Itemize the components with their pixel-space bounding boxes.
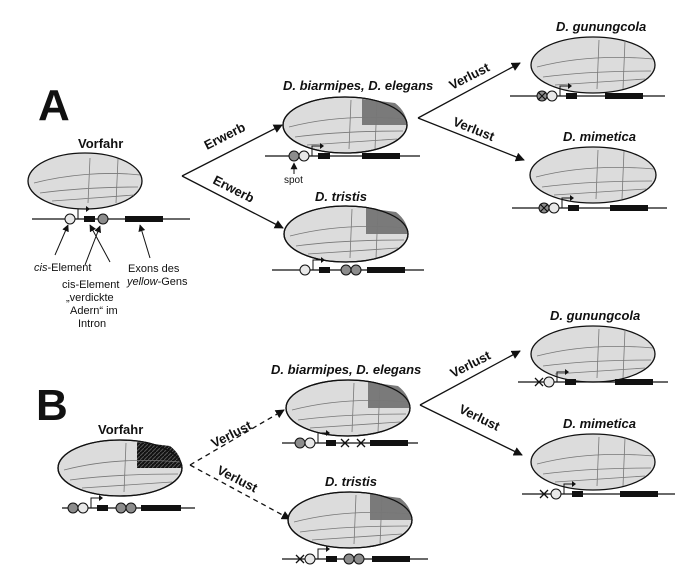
arrow-loss-gunungcola-b bbox=[419, 350, 521, 406]
arrow-gain-biarmipes bbox=[181, 124, 283, 177]
species-tristis-a: D. tristis bbox=[315, 189, 367, 204]
species-biarmipes-b: D. biarmipes, D. elegans bbox=[271, 362, 421, 377]
gene-biarmipes-b bbox=[282, 430, 418, 449]
species-gunungcola-b: D. gunungcola bbox=[550, 308, 640, 323]
spot-label: spot bbox=[284, 175, 303, 186]
note-intron-4: Intron bbox=[78, 318, 106, 330]
gene-ancestor-b bbox=[62, 495, 195, 514]
species-mimetica-b: D. mimetica bbox=[563, 416, 636, 431]
label-gain-2: Erwerb bbox=[211, 172, 257, 205]
wing-tristis-a bbox=[283, 205, 409, 263]
wing-ancestor-b bbox=[57, 439, 183, 497]
arrow-loss-mimetica-a bbox=[417, 117, 525, 162]
arrow-loss-gunungcola-a bbox=[417, 62, 521, 119]
wing-gunungcola-a bbox=[530, 36, 656, 94]
panel-a-letter: A bbox=[38, 81, 70, 130]
gene-tristis-a bbox=[272, 257, 424, 276]
gene-ancestor-a bbox=[32, 206, 190, 225]
note-intron-3: Adern“ im bbox=[70, 305, 118, 317]
arrow-gain-tristis bbox=[181, 175, 284, 229]
gene-mimetica-b bbox=[522, 481, 675, 500]
arrow-loss-mimetica-b bbox=[419, 404, 523, 456]
wing-tristis-b bbox=[287, 491, 413, 549]
note-intron-1: cis-Element bbox=[62, 279, 119, 291]
label-loss-b1: Verlust bbox=[209, 417, 255, 450]
gene-mimetica-a bbox=[512, 195, 667, 214]
species-gunungcola-a: D. gunungcola bbox=[556, 19, 646, 34]
wing-mimetica-b bbox=[530, 433, 656, 491]
arrow-loss-tristis-b bbox=[189, 464, 291, 520]
wing-gunungcola-b bbox=[530, 325, 656, 383]
label-loss-b4: Verlust bbox=[457, 401, 503, 434]
species-mimetica-a: D. mimetica bbox=[563, 129, 636, 144]
label-loss-a1: Verlust bbox=[447, 59, 493, 92]
panel-b-ancestor-title: Vorfahr bbox=[98, 422, 143, 437]
label-loss-b3: Verlust bbox=[448, 347, 494, 380]
species-tristis-b: D. tristis bbox=[325, 474, 377, 489]
wing-ancestor-a bbox=[27, 152, 143, 210]
annotation-pointers bbox=[54, 224, 151, 266]
species-biarmipes-a: D. biarmipes, D. elegans bbox=[283, 78, 433, 93]
panel-b-letter: B bbox=[36, 381, 68, 430]
note-exons-1: Exons des bbox=[128, 263, 180, 275]
note-exons-2: yellow-Gens bbox=[126, 276, 188, 288]
note-intron-2: „verdickte bbox=[66, 292, 114, 304]
wing-biarmipes-b bbox=[285, 379, 411, 437]
gene-gunungcola-b bbox=[518, 369, 668, 388]
wing-mimetica-a bbox=[529, 146, 657, 204]
gene-gunungcola-a bbox=[510, 83, 665, 102]
gene-biarmipes-a bbox=[265, 143, 420, 162]
note-cis-element: cis-Element bbox=[34, 262, 91, 274]
label-gain-1: Erwerb bbox=[202, 119, 248, 152]
wing-biarmipes-a bbox=[282, 96, 408, 154]
panel-a-ancestor-title: Vorfahr bbox=[78, 136, 123, 151]
gene-tristis-b bbox=[282, 546, 428, 565]
arrow-loss-biarmipes-b bbox=[189, 409, 285, 466]
